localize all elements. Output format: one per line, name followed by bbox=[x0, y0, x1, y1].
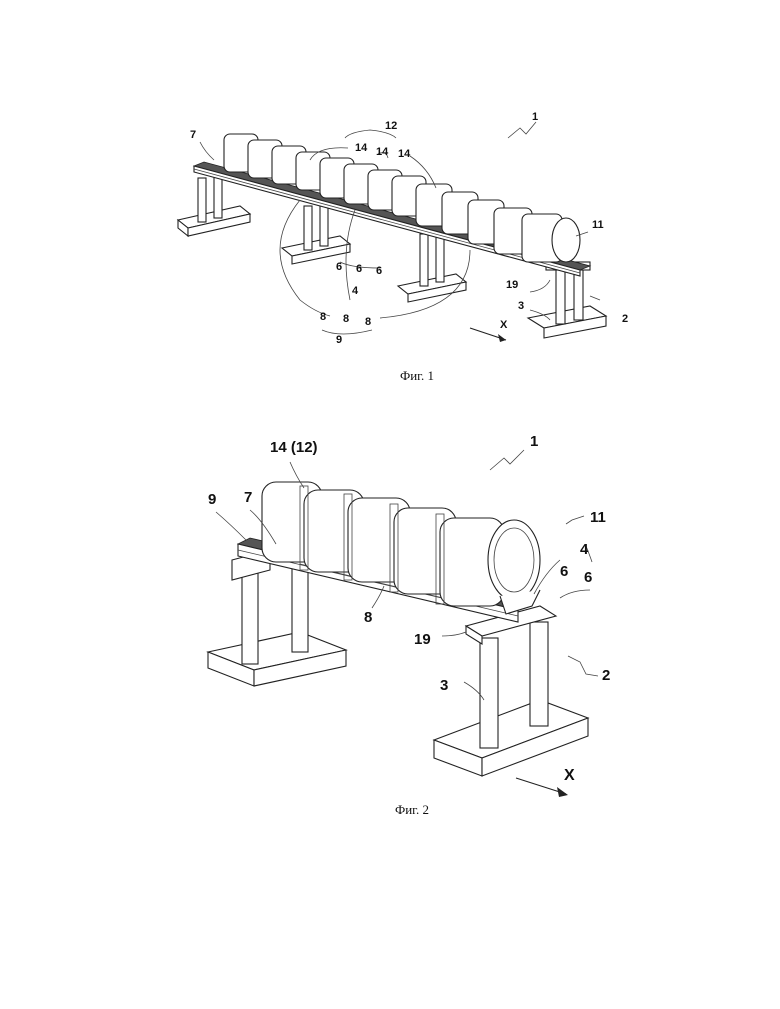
label-6b: 6 bbox=[356, 263, 362, 275]
figure-1-drawing: 7 12 14 14 14 1 11 6 6 6 4 19 3 2 8 8 8 … bbox=[0, 0, 780, 400]
label-8: 8 bbox=[364, 609, 372, 626]
label-14c: 14 bbox=[398, 148, 411, 160]
label-6a: 6 bbox=[336, 261, 342, 273]
support-right-2 bbox=[434, 606, 588, 776]
label-7: 7 bbox=[190, 129, 196, 141]
label-7: 7 bbox=[244, 489, 252, 506]
label-3: 3 bbox=[518, 300, 524, 312]
label-x: X bbox=[564, 767, 575, 784]
label-14-12: 14 (12) bbox=[270, 439, 318, 456]
label-1: 1 bbox=[530, 433, 538, 450]
label-11: 11 bbox=[590, 509, 606, 526]
label-8c: 8 bbox=[365, 316, 371, 328]
label-x: X bbox=[500, 319, 508, 331]
figure-1: 7 12 14 14 14 1 11 6 6 6 4 19 3 2 8 8 8 … bbox=[0, 0, 780, 400]
label-8b: 8 bbox=[343, 313, 349, 325]
label-6a: 6 bbox=[560, 563, 568, 580]
label-12: 12 bbox=[385, 120, 397, 132]
figure-2: 14 (12) 1 9 7 11 4 6 6 8 19 2 3 X Фиг. 2 bbox=[0, 400, 780, 830]
x-arrow-2 bbox=[516, 778, 568, 797]
label-4: 4 bbox=[580, 541, 589, 558]
figure-1-caption: Фиг. 1 bbox=[357, 368, 477, 384]
label-9: 9 bbox=[336, 334, 342, 346]
figure-2-caption: Фиг. 2 bbox=[352, 802, 472, 818]
label-14a: 14 bbox=[355, 142, 368, 154]
support-right bbox=[528, 262, 606, 338]
label-6b: 6 bbox=[584, 569, 592, 586]
label-19: 19 bbox=[506, 279, 518, 291]
label-9: 9 bbox=[208, 491, 216, 508]
label-14b: 14 bbox=[376, 146, 389, 158]
label-2: 2 bbox=[602, 667, 610, 684]
label-4: 4 bbox=[352, 285, 359, 297]
label-8a: 8 bbox=[320, 311, 326, 323]
label-19: 19 bbox=[414, 631, 431, 648]
figure-2-drawing: 14 (12) 1 9 7 11 4 6 6 8 19 2 3 X bbox=[0, 400, 780, 830]
label-11: 11 bbox=[592, 219, 604, 231]
label-3: 3 bbox=[440, 677, 448, 694]
label-1: 1 bbox=[532, 111, 538, 123]
label-2: 2 bbox=[622, 313, 628, 325]
label-6c: 6 bbox=[376, 265, 382, 277]
